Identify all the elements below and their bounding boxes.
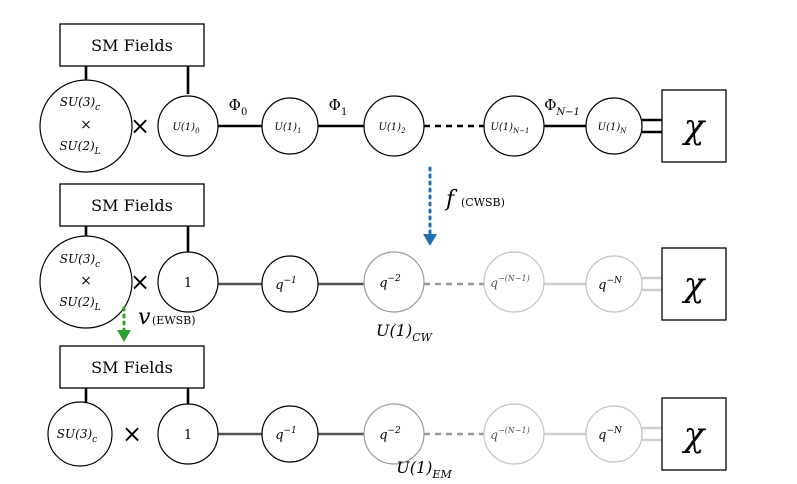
sm-fields-label: SM Fields: [91, 358, 173, 377]
svg-text:U(1)0: U(1)0: [172, 122, 200, 135]
phi-1: Φ: [329, 96, 341, 114]
sm-fields-box: [59, 23, 205, 67]
node-charge-1: [157, 251, 219, 313]
cwsb-symbol: f: [444, 187, 458, 212]
ewsb-label: (EWSB): [152, 314, 196, 327]
phi-0: Φ: [229, 96, 241, 114]
svg-text:SU(3)c: SU(3)c: [60, 252, 100, 270]
svg-text:U(1)N: U(1)N: [598, 122, 628, 135]
svg-text:Φ0: Φ0: [229, 96, 248, 118]
svg-text:SU(2)L: SU(2)L: [59, 139, 100, 157]
node-charge-q1: [261, 405, 319, 463]
gauge-su2-sub: L: [94, 147, 101, 157]
chi-box: [661, 89, 727, 163]
group-label-em: U(1)EM: [396, 458, 452, 481]
gauge-times: ×: [80, 117, 92, 133]
svg-text:q−(N−1): q−(N−1): [490, 426, 529, 442]
sm-fields-label: SM Fields: [91, 36, 173, 55]
svg-text:Φ1: Φ1: [329, 96, 348, 118]
node-u1-n: [585, 97, 643, 155]
cross-symbol: ×: [130, 268, 150, 296]
phi-1-sub: 1: [341, 107, 347, 118]
gauge-su3-sub: c: [95, 103, 100, 113]
node-charge-q2: [363, 403, 425, 465]
svg-text:1: 1: [184, 428, 192, 443]
cwsb-label: (CWSB): [461, 196, 505, 209]
ewsb-arrowhead: [117, 330, 131, 342]
svg-text:q−N: q−N: [598, 426, 623, 443]
svg-text:U(1)2: U(1)2: [378, 122, 406, 135]
svg-text:×: ×: [80, 273, 92, 289]
sm-fields-label: SM Fields: [91, 196, 173, 215]
svg-text:U(1)N−1: U(1)N−1: [490, 122, 529, 135]
cwsb-arrowhead: [423, 234, 437, 246]
node-charge-1: [157, 403, 219, 465]
node-u1-n1: [483, 95, 545, 157]
phi-n1: Φ: [544, 96, 556, 114]
gauge-su2: SU(2): [59, 139, 95, 153]
chi-symbol: χ: [682, 265, 707, 305]
node-charge-qn1: [483, 251, 545, 313]
ewsb-arrow: v (EWSB): [117, 305, 196, 342]
node-charge-qn1: [483, 403, 545, 465]
sm-fields-box: [59, 183, 205, 227]
group-label-cw: U(1)CW: [376, 321, 434, 344]
chi-box: [661, 247, 727, 321]
cwsb-arrow: f (CWSB): [423, 166, 505, 246]
row-1: SM Fields SU(3)c × SU(2)L × Φ0 Φ1 ΦN−1 U…: [39, 23, 727, 173]
sm-fields-box: [59, 345, 205, 389]
svg-text:SU(3)c: SU(3)c: [57, 427, 97, 445]
svg-text:SU(3)c: SU(3)c: [60, 95, 100, 113]
node-charge-qn: [585, 405, 643, 463]
svg-text:q−2: q−2: [379, 426, 401, 443]
phi-0-sub: 0: [241, 107, 247, 118]
phi-n1-sub: N−1: [555, 107, 580, 118]
node-charge-q1: [261, 255, 319, 313]
gauge-su3: SU(3): [60, 95, 96, 109]
svg-text:q−(N−1): q−(N−1): [490, 274, 529, 290]
svg-text:SU(2)L: SU(2)L: [59, 295, 100, 313]
node-charge-qn: [585, 255, 643, 313]
gauge-circle: [47, 401, 113, 467]
node-u1-2: [363, 95, 425, 157]
gauge-circle: [39, 235, 133, 329]
node-u1-1: [261, 97, 319, 155]
chi-symbol: χ: [682, 415, 707, 455]
node-u1-0: [157, 95, 219, 157]
svg-text:q−1: q−1: [275, 426, 297, 443]
cross-symbol: ×: [122, 420, 142, 448]
svg-text:U(1)1: U(1)1: [274, 122, 301, 135]
svg-text:q−2: q−2: [379, 274, 401, 291]
svg-text:q−1: q−1: [275, 276, 297, 293]
row-2: SM Fields SU(3)c × SU(2)L × 1 q−1 q−2 q−…: [39, 183, 727, 344]
svg-text:ΦN−1: ΦN−1: [544, 96, 580, 118]
cross-symbol: ×: [130, 112, 150, 140]
gauge-circle: [39, 79, 133, 173]
row-3: SM Fields SU(3)c × 1 q−1 q−2 q−(N−1) q−N…: [47, 345, 727, 481]
chi-symbol: χ: [682, 107, 707, 147]
node-charge-q2: [363, 251, 425, 313]
svg-text:1: 1: [184, 276, 192, 291]
svg-text:q−N: q−N: [598, 276, 623, 293]
chi-box: [661, 397, 727, 471]
ewsb-symbol: v: [138, 305, 151, 330]
